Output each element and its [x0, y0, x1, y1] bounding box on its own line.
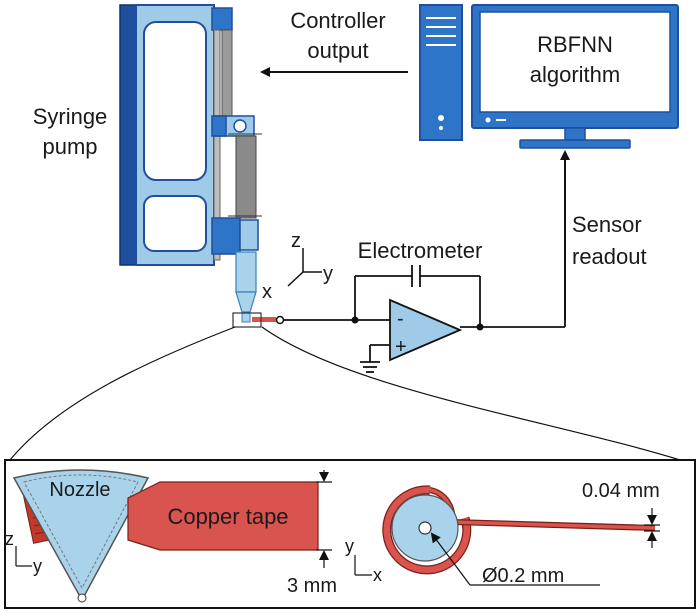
controller-label-line2: output	[307, 38, 368, 63]
electrometer-label: Electrometer	[358, 238, 483, 263]
thickness-dimension-label: 0.04 mm	[582, 480, 660, 502]
height-dimension	[316, 470, 332, 568]
copper-tape-label: Copper tape	[167, 504, 288, 529]
computer	[419, 4, 679, 149]
axis-x-label: x	[262, 281, 272, 303]
inset-axis-x2: x	[373, 565, 382, 585]
controller-label-line1: Controller	[290, 8, 385, 33]
sensor-label-line1: Sensor	[572, 212, 642, 237]
algorithm-label-line1: RBFNN	[537, 32, 613, 57]
sensor-label-line2: readout	[572, 244, 647, 269]
junction-dot	[351, 316, 359, 324]
op-amp-plus: +	[395, 336, 407, 358]
electrometer-circuit	[284, 265, 566, 373]
inset-axes-right	[354, 555, 372, 576]
inset-nozzle	[12, 469, 150, 603]
syringe-pump-label-line2: pump	[42, 134, 97, 159]
inset-axis-y2: y	[345, 536, 354, 556]
syringe-pump-label-line1: Syringe	[33, 104, 108, 129]
inset-axes-left	[15, 546, 32, 567]
inset-axis-z: z	[5, 529, 14, 549]
syringe-pump	[119, 4, 285, 328]
op-amp-minus: -	[397, 308, 404, 330]
axis-y-label: y	[323, 263, 333, 285]
thickness-dimension	[644, 508, 660, 548]
axis-z-label: z	[291, 230, 301, 252]
height-dimension-label: 3 mm	[287, 575, 337, 597]
axes-main	[287, 248, 322, 287]
algorithm-label-line2: algorithm	[530, 62, 620, 87]
op-amp	[389, 298, 463, 362]
diameter-label: Ø0.2 mm	[482, 565, 564, 587]
junction-dot	[476, 323, 484, 331]
diameter-leader	[430, 532, 600, 586]
nozzle-label: Nozzle	[49, 479, 110, 501]
zoom-line-right	[261, 326, 681, 461]
inset-axis-y: y	[33, 556, 42, 576]
inset-ring-section	[382, 485, 656, 575]
zoom-line-left	[9, 326, 236, 461]
